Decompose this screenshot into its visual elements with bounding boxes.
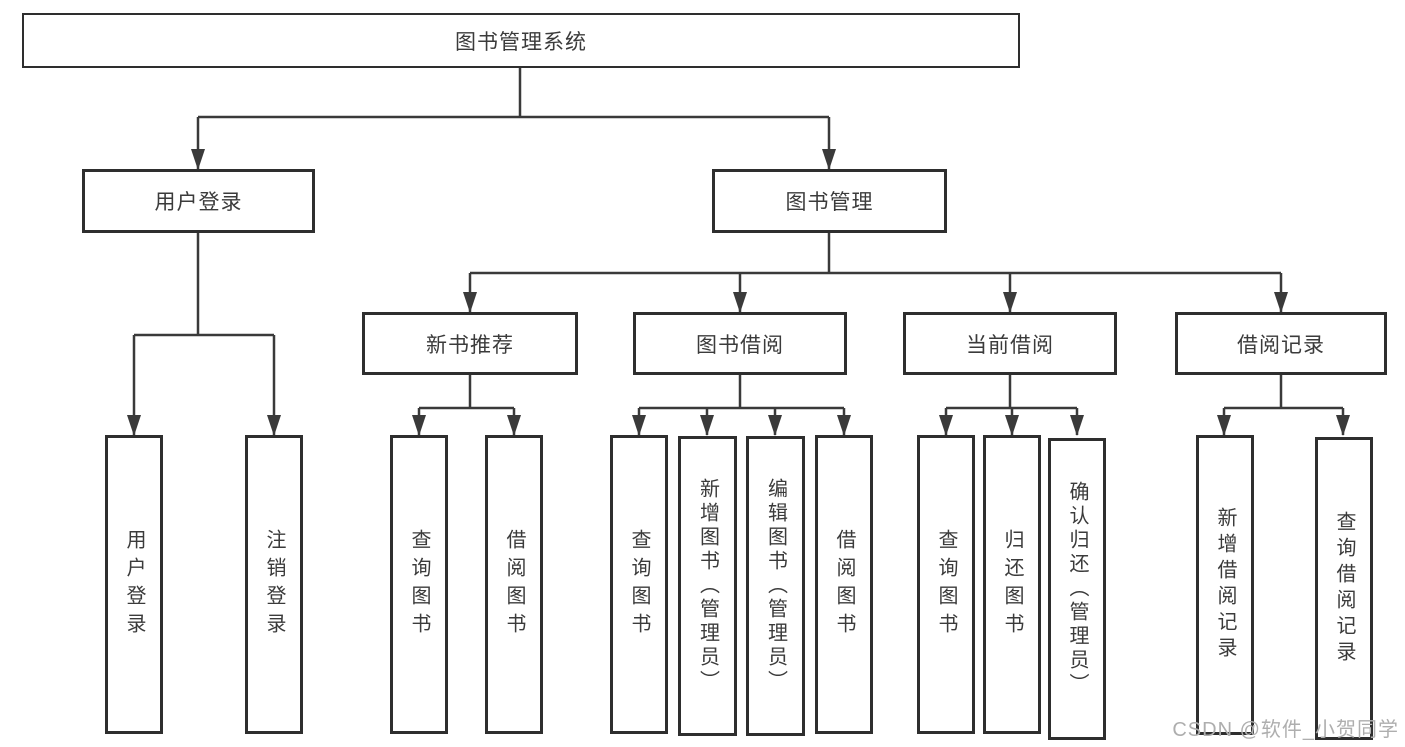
leaf-user-login: 用户登录 bbox=[105, 435, 163, 734]
node-label: 图书管理 bbox=[785, 191, 874, 214]
node-label: 图书管理系统 bbox=[455, 30, 587, 54]
csdn-watermark: CSDN @软件_小贺同学 bbox=[1172, 719, 1399, 741]
node-label: 图书借阅 bbox=[696, 333, 784, 357]
node-book-management: 图书管理 bbox=[712, 169, 947, 233]
leaf-query-books-3: 查询图书 bbox=[917, 435, 975, 734]
leaf-add-books-admin: 新增图书（管理员） bbox=[678, 436, 737, 736]
node-label: 新书推荐 bbox=[426, 333, 514, 357]
node-label: 新增借阅记录 bbox=[1214, 507, 1236, 663]
node-label: 确认归还（管理员） bbox=[1066, 481, 1088, 697]
leaf-borrow-books-1: 借阅图书 bbox=[485, 435, 543, 734]
node-label: 注销登录 bbox=[263, 528, 285, 641]
node-library-management-system: 图书管理系统 bbox=[22, 13, 1020, 68]
node-user-login: 用户登录 bbox=[82, 169, 315, 233]
node-label: 借阅图书 bbox=[503, 528, 525, 641]
leaf-add-borrow-record: 新增借阅记录 bbox=[1196, 435, 1254, 735]
leaf-query-borrow-record: 查询借阅记录 bbox=[1315, 437, 1373, 740]
leaf-edit-books-admin: 编辑图书（管理员） bbox=[746, 436, 805, 736]
node-label: 当前借阅 bbox=[966, 333, 1054, 357]
node-label: 借阅记录 bbox=[1237, 333, 1325, 357]
leaf-confirm-return-admin: 确认归还（管理员） bbox=[1048, 438, 1106, 740]
node-label: 查询图书 bbox=[408, 528, 430, 641]
leaf-return-books: 归还图书 bbox=[983, 435, 1041, 734]
node-current-borrowing: 当前借阅 bbox=[903, 312, 1117, 375]
node-book-borrowing: 图书借阅 bbox=[633, 312, 847, 375]
node-label: 用户登录 bbox=[123, 528, 145, 641]
node-label: 用户登录 bbox=[154, 191, 243, 214]
leaf-logout: 注销登录 bbox=[245, 435, 303, 734]
node-label: 查询图书 bbox=[628, 528, 650, 641]
leaf-query-books-2: 查询图书 bbox=[610, 435, 668, 734]
leaf-borrow-books-2: 借阅图书 bbox=[815, 435, 873, 734]
node-label: 归还图书 bbox=[1001, 528, 1023, 641]
node-label: 借阅图书 bbox=[833, 528, 855, 641]
node-label: 查询借阅记录 bbox=[1333, 510, 1355, 667]
node-label: 新增图书（管理员） bbox=[696, 478, 719, 694]
node-label: 编辑图书（管理员） bbox=[764, 478, 787, 694]
node-label: 查询图书 bbox=[935, 528, 957, 641]
node-borrowing-records: 借阅记录 bbox=[1175, 312, 1387, 375]
node-new-book-recommendation: 新书推荐 bbox=[362, 312, 578, 375]
leaf-query-books-1: 查询图书 bbox=[390, 435, 448, 734]
